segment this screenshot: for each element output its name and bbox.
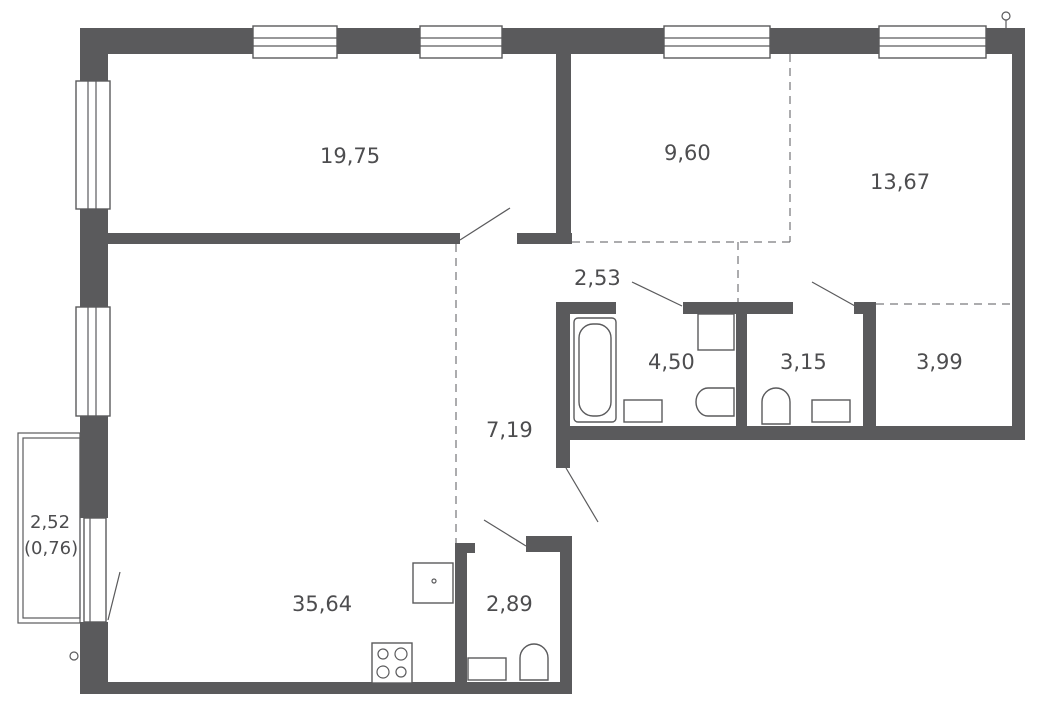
area-label-toilet: 3,15 bbox=[780, 350, 827, 374]
area-label-wardrobe: 3,99 bbox=[916, 350, 963, 374]
doors bbox=[459, 207, 856, 547]
balcony bbox=[17, 432, 81, 624]
fixtures bbox=[371, 313, 851, 684]
interior-walls bbox=[108, 54, 876, 684]
area-label-balcony-reduced: (0,76) bbox=[24, 538, 78, 559]
area-label-bedroom-3: 13,67 bbox=[870, 170, 930, 194]
area-label-hallway: 7,19 bbox=[486, 418, 533, 442]
exterior-walls bbox=[80, 28, 1025, 694]
area-label-living-kitchen: 35,64 bbox=[292, 592, 352, 616]
area-labels: 19,75 9,60 13,67 2,53 4,50 3,15 3,99 7,1… bbox=[24, 141, 963, 616]
area-label-bathroom: 4,50 bbox=[648, 350, 695, 374]
zone-dividers bbox=[455, 54, 1012, 543]
area-label-balcony: 2,52 bbox=[30, 512, 70, 533]
windows bbox=[75, 25, 987, 623]
area-label-bedroom-2: 9,60 bbox=[664, 141, 711, 165]
area-label-corridor: 2,53 bbox=[574, 266, 621, 290]
area-label-bedroom-1: 19,75 bbox=[320, 144, 380, 168]
markers bbox=[69, 11, 1011, 661]
area-label-shower-room: 2,89 bbox=[486, 592, 533, 616]
